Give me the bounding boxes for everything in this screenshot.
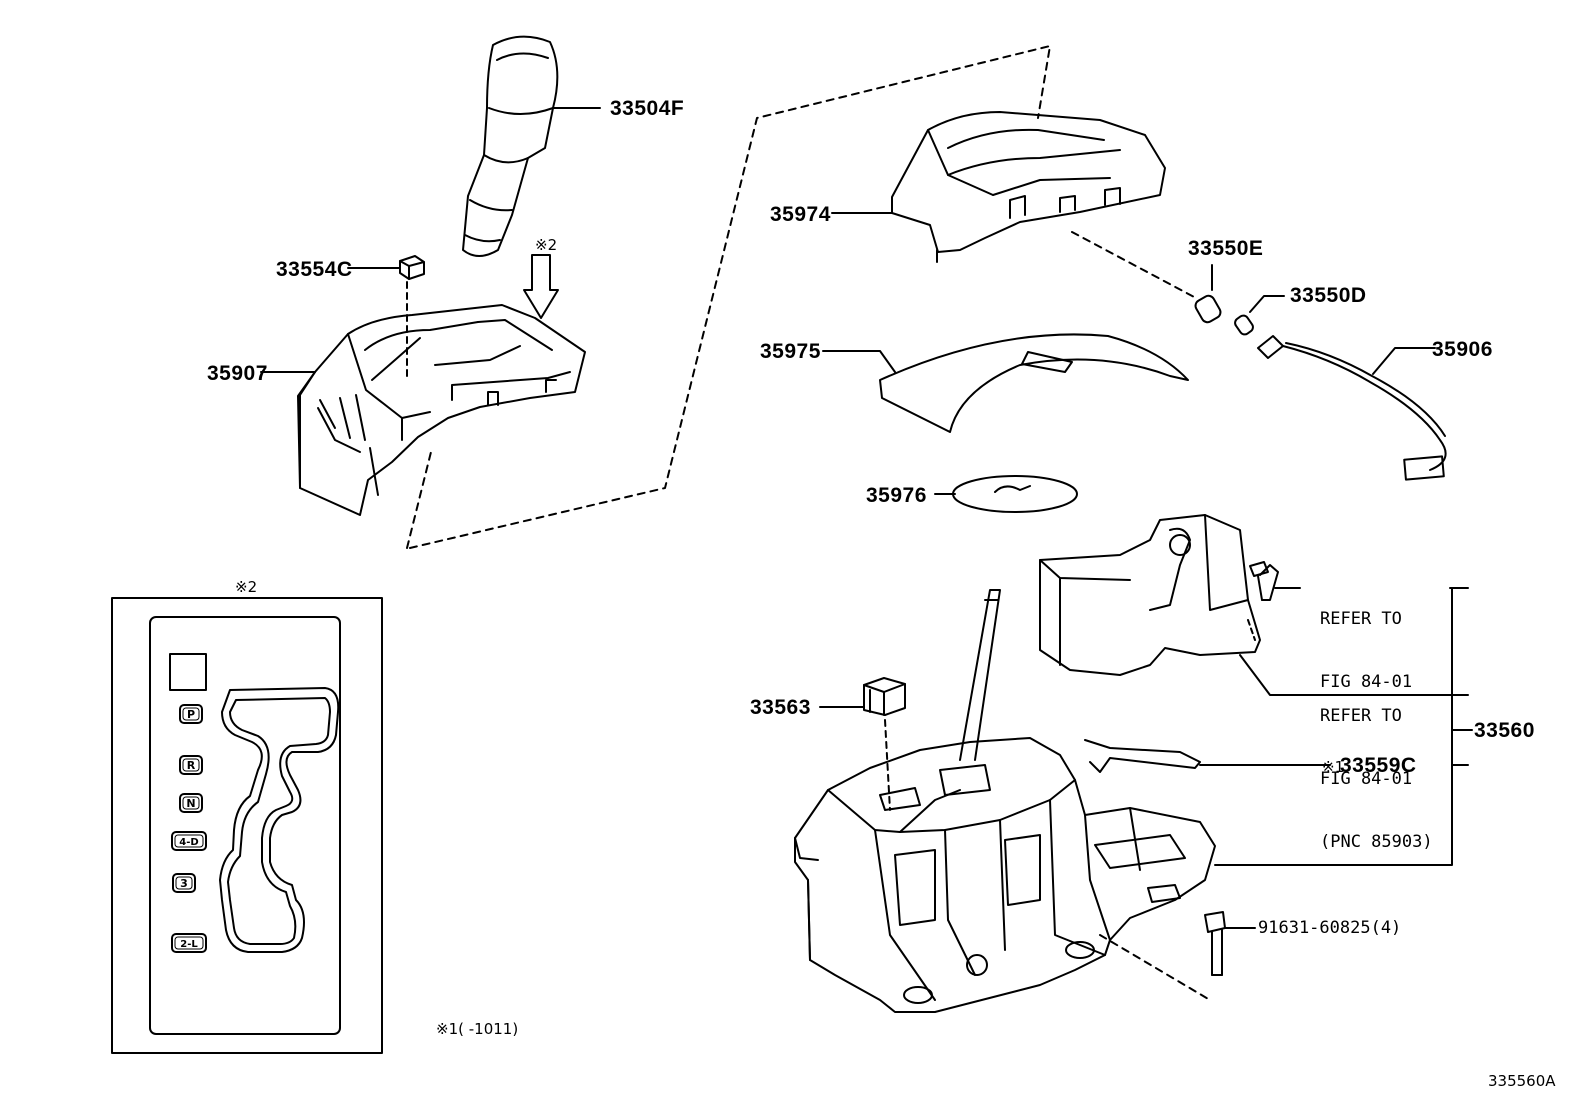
footnote-mark1: ※1( -1011) [436,1020,519,1038]
rod-33559C [1084,739,1331,773]
part-label-33504F[interactable]: 33504F [610,97,685,120]
gate-label-3: 4-D [179,837,198,848]
part-label-33563[interactable]: 33563 [750,696,811,719]
clip-33554C [347,255,425,381]
part-label-91631-60825[interactable]: 91631-60825(4) [1258,918,1402,938]
part-label-33559C[interactable]: 33559C [1340,754,1417,777]
screw-fig84 [1249,561,1269,601]
refer-note-1-line2: FIG 84-01 [1320,672,1413,692]
gate-label-4: 3 [180,877,188,890]
bolt-91631-60825 [1204,911,1256,976]
bulb-socket-33550E [1194,264,1222,324]
shift-knob-33504F [462,35,601,257]
upper-housing-35974 [831,111,1166,263]
gate-inset-panel [111,597,383,1054]
shift-lever-base [794,589,1216,1013]
refer-note-2-line2: FIG 84-01 [1320,769,1413,789]
gate-badge-2l: 2-L [171,933,207,953]
part-label-33550D[interactable]: 33550D [1290,284,1367,307]
gate-label-0: P [187,708,195,721]
note-mark1-prefix: ※1 [1322,758,1345,776]
slide-plate-35975 [822,333,1189,433]
diagram-id: 335560A [1488,1072,1556,1090]
clip-33563 [819,677,906,811]
gate-badge-p: P [179,704,203,724]
bulb-33550D [1234,295,1285,336]
note-mark2-inset: ※2 [235,578,258,596]
indicator-housing-35907 [260,304,586,516]
part-label-33554C[interactable]: 33554C [276,258,353,281]
view-arrow [523,254,559,319]
gate-badge-n: N [179,793,203,813]
gate-label-5: 2-L [180,939,198,950]
part-label-35976[interactable]: 35976 [866,484,927,507]
part-label-35975[interactable]: 35975 [760,340,821,363]
part-label-35907[interactable]: 35907 [207,362,268,385]
refer-note-2[interactable]: REFER TO FIG 84-01 (PNC 85903) [1320,664,1433,874]
note-mark2-arrow: ※2 [535,236,558,254]
shift-lock-mechanism [1039,514,1453,696]
assembly-dashed-frame [406,45,1197,549]
refer-note-1-line1: REFER TO [1320,609,1402,629]
gate-badge-3: 3 [172,873,196,893]
refer-note-1[interactable]: REFER TO FIG 84-01 [1320,567,1412,714]
refer-note-2-line1: REFER TO [1320,706,1402,726]
part-label-35906[interactable]: 35906 [1432,338,1493,361]
gate-label-2: N [186,797,195,810]
part-label-33560[interactable]: 33560 [1474,719,1535,742]
part-label-35974[interactable]: 35974 [770,203,831,226]
refer-note-2-line3: (PNC 85903) [1320,832,1433,852]
gate-badge-4d: 4-D [171,831,207,851]
gate-badge-r: R [179,755,203,775]
gate-label-1: R [187,759,196,772]
assembly-bracket-33560 [1214,587,1473,866]
plate-35976 [934,475,1078,513]
part-label-33550E[interactable]: 33550E [1188,237,1264,260]
wire-harness-35906 [1257,335,1447,481]
